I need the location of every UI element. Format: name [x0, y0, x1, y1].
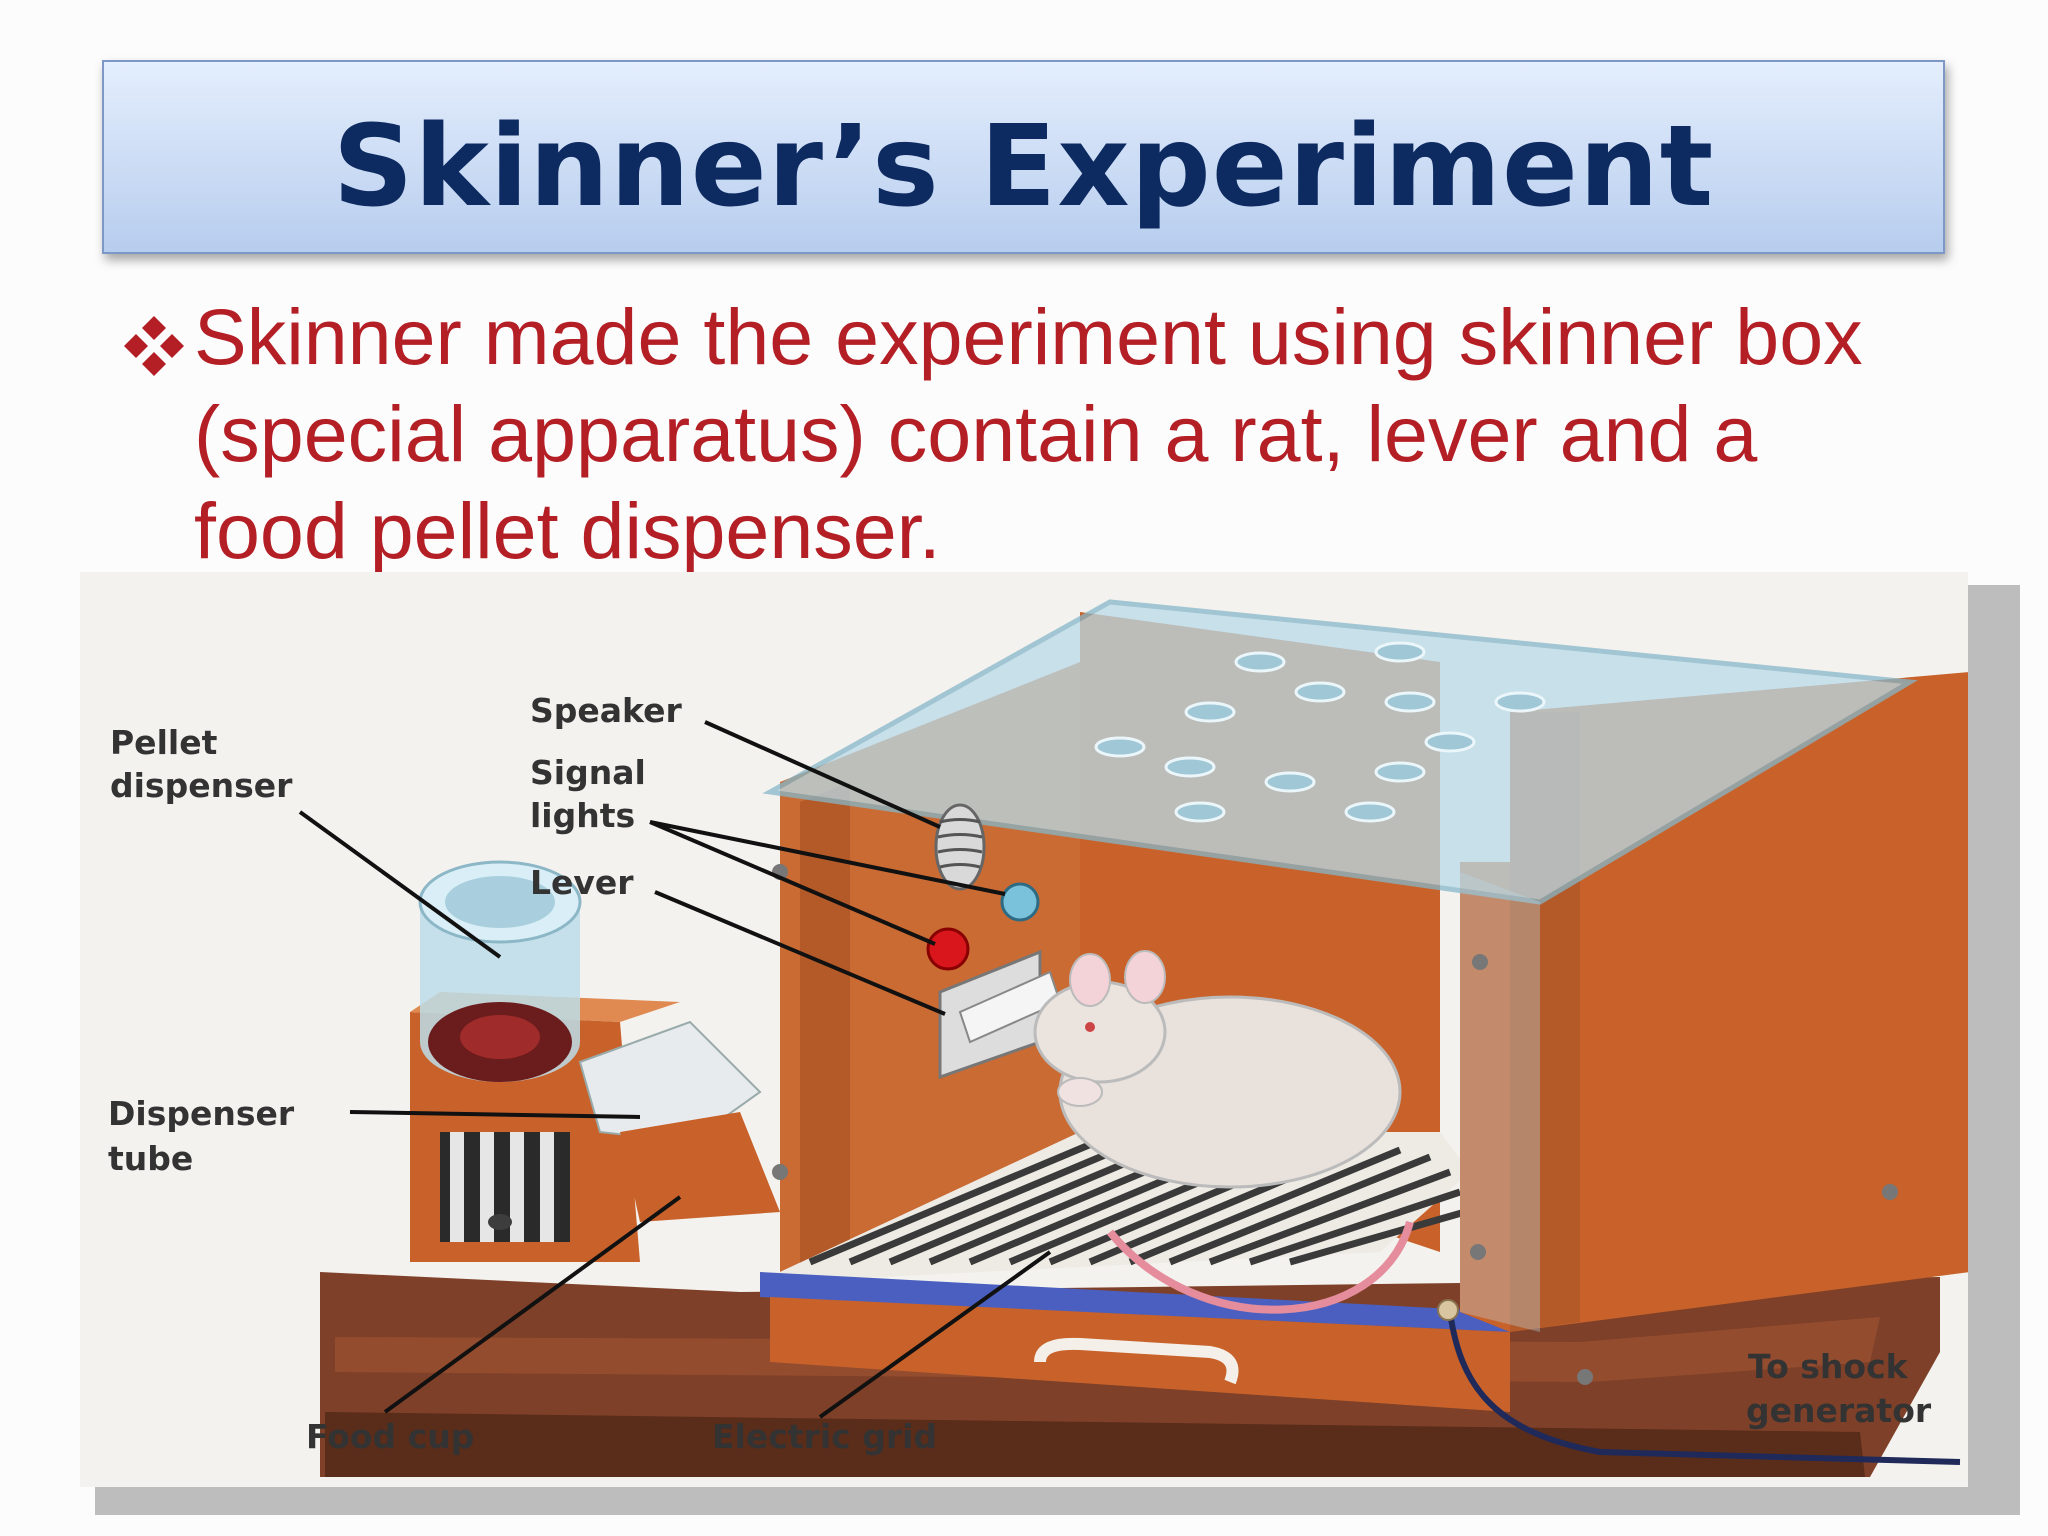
label-pellet-dispenser-2: dispenser [110, 766, 293, 805]
label-pellet-dispenser-1: Pellet [110, 723, 218, 762]
label-dispenser-tube-2: tube [108, 1139, 193, 1178]
food-cup [620, 1112, 780, 1222]
shock-cable [1447, 1311, 1961, 1465]
label-food-cup: Food cup [306, 1417, 474, 1456]
slide-title: Skinner’s Experiment [332, 102, 1715, 232]
label-dispenser-tube-1: Dispenser [108, 1094, 295, 1133]
signal-light-red [926, 927, 970, 971]
label-speaker: Speaker [530, 691, 682, 730]
signal-light-blue [1000, 882, 1040, 922]
bullet-line-1: Skinner made the experiment using skinne… [194, 292, 1863, 381]
grid-rail [760, 1272, 1510, 1332]
bullet-line-3: food pellet dispenser. [194, 486, 941, 575]
callout-lines [298, 720, 1052, 1419]
base-board-edge [325, 1412, 1865, 1477]
label-lever: Lever [530, 863, 634, 902]
label-electric-grid: Electric grid [712, 1417, 937, 1456]
rat-illustration [1033, 950, 1414, 1314]
title-banner: Skinner’s Experiment [102, 60, 1945, 254]
waste-tray [770, 1297, 1510, 1412]
skinner-box-illustration: Pellet dispenser Speaker Signal lights L… [108, 599, 1968, 1477]
label-to-shock: To shock [1748, 1347, 1909, 1386]
label-signal-lights-1: Signal [530, 753, 646, 792]
speaker-icon [934, 803, 986, 891]
bullet-text: Skinner made the experiment using skinne… [194, 288, 2024, 579]
label-generator: generator [1746, 1391, 1932, 1430]
diamond-quad-bullet-icon [124, 316, 184, 376]
glass-lid [762, 599, 1918, 905]
skinner-box-diagram: Pellet dispenser Speaker Signal lights L… [80, 572, 1968, 1487]
bullet-line-2: (special apparatus) contain a rat, lever… [194, 389, 1758, 478]
label-signal-lights-2: lights [530, 796, 635, 835]
